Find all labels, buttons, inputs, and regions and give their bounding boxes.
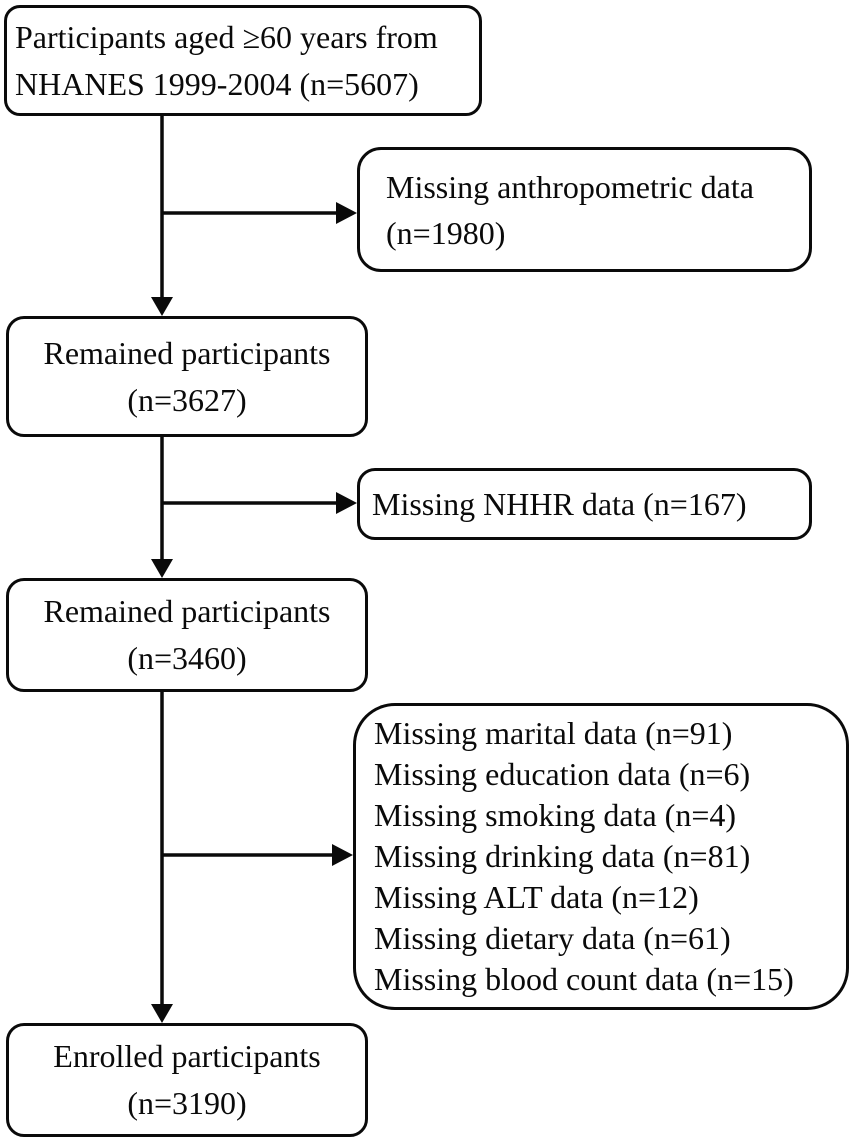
node-text-line: Missing dietary data (n=61) (374, 920, 731, 956)
node-source-population: Participants aged ≥60 years from NHANES … (4, 5, 482, 116)
node-text-line: Remained participants (43, 334, 331, 371)
node-text-line: Remained participants (43, 593, 331, 629)
arrowhead-down-icon (151, 1004, 173, 1023)
node-exclusion-covariates: Missing marital data (n=91) Missing educ… (353, 703, 849, 1010)
node-text-line: Missing drinking data (n=81) (374, 838, 751, 874)
node-text-line: (n=1980) (386, 214, 506, 251)
node-text-line: Missing marital data (n=91) (374, 715, 733, 751)
node-text-line: (n=3190) (127, 1085, 247, 1121)
node-text-line: Missing NHHR data (n=167) (372, 486, 747, 522)
node-text-line: Missing anthropometric data (386, 168, 754, 205)
arrowhead-right-icon (336, 492, 357, 514)
node-text-line: Missing ALT data (n=12) (374, 879, 699, 915)
arrowhead-down-icon (151, 559, 173, 578)
node-text-line: (n=3460) (127, 640, 247, 676)
node-text-line: Participants aged ≥60 years from (15, 18, 438, 55)
node-text-line: NHANES 1999-2004 (n=5607) (15, 65, 419, 102)
arrowhead-right-icon (332, 844, 353, 866)
node-text-line: Missing smoking data (n=4) (374, 797, 737, 833)
node-exclusion-anthropometric: Missing anthropometric data (n=1980) (357, 147, 812, 272)
node-text-line: (n=3627) (127, 381, 247, 418)
arrowhead-down-icon (151, 297, 173, 316)
node-remained-1: Remained participants (n=3627) (6, 316, 368, 437)
node-text-line: Enrolled participants (53, 1038, 321, 1074)
node-text-line: Missing blood count data (n=15) (374, 961, 794, 997)
node-text-line: Missing education data (n=6) (374, 756, 751, 792)
arrowhead-right-icon (336, 202, 357, 224)
node-exclusion-nhhr: Missing NHHR data (n=167) (357, 468, 812, 540)
node-enrolled: Enrolled participants (n=3190) (6, 1023, 368, 1137)
node-remained-2: Remained participants (n=3460) (6, 578, 368, 692)
